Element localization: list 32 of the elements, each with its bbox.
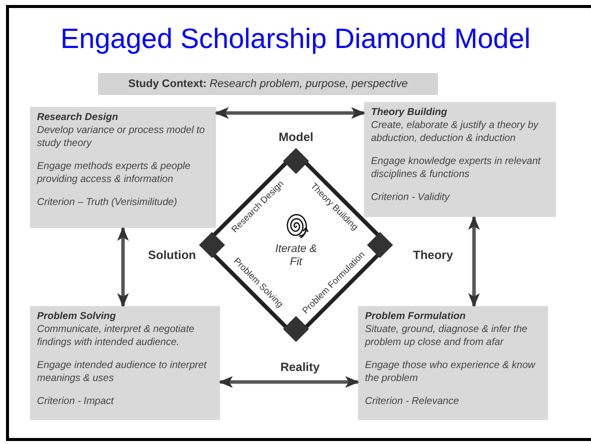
double-arrow <box>117 226 129 308</box>
panel-heading: Theory Building <box>371 106 448 119</box>
panel-text: Engage knowledge experts in relevant disciplines & functions <box>371 155 542 181</box>
panel-text: Engage methods experts & people providing access & information <box>37 160 192 186</box>
panel-text: Criterion - Validity <box>371 191 451 204</box>
context-banner <box>98 73 438 95</box>
panel-heading: Problem Solving <box>37 310 117 323</box>
double-arrow <box>468 216 480 308</box>
panel-text: Communicate, interpret & negotiate findings with intended audience. <box>37 323 196 349</box>
double-arrow <box>214 107 366 119</box>
center-text: Iterate & Fit <box>274 243 318 269</box>
panel-text: Criterion - Impact <box>37 395 115 408</box>
text-panel <box>30 306 220 420</box>
panel-text: Situate, ground, diagnose & infer the problem up close and from afar <box>365 323 528 349</box>
corner-label: Model <box>278 129 314 146</box>
text-panel <box>364 102 556 217</box>
panel-text: Create, elaborate & justify a theory by abduction, deduction & induction <box>371 119 540 145</box>
text-panel <box>30 107 216 228</box>
double-arrow <box>218 376 360 388</box>
panel-heading: Problem Formulation <box>365 310 467 323</box>
title: Engaged Scholarship Diamond Model <box>59 22 532 56</box>
context-text: Study Context: Research problem, purpose, perspective <box>128 76 408 92</box>
panel-text: Criterion - Relevance <box>365 395 460 408</box>
corner-label: Reality <box>280 359 320 376</box>
corner-label: Solution <box>148 247 196 264</box>
panel-text: Engage intended audience to interpret meanings & uses <box>37 359 208 385</box>
corner-label: Theory <box>413 247 453 264</box>
panel-heading: Research Design <box>37 111 120 124</box>
text-panel <box>358 306 548 420</box>
panel-text: Criterion – Truth (Verisimilitude) <box>37 196 178 209</box>
panel-text: Develop variance or process model to study theory <box>37 124 206 150</box>
panel-text: Engage those who experience & know the problem <box>365 359 536 385</box>
